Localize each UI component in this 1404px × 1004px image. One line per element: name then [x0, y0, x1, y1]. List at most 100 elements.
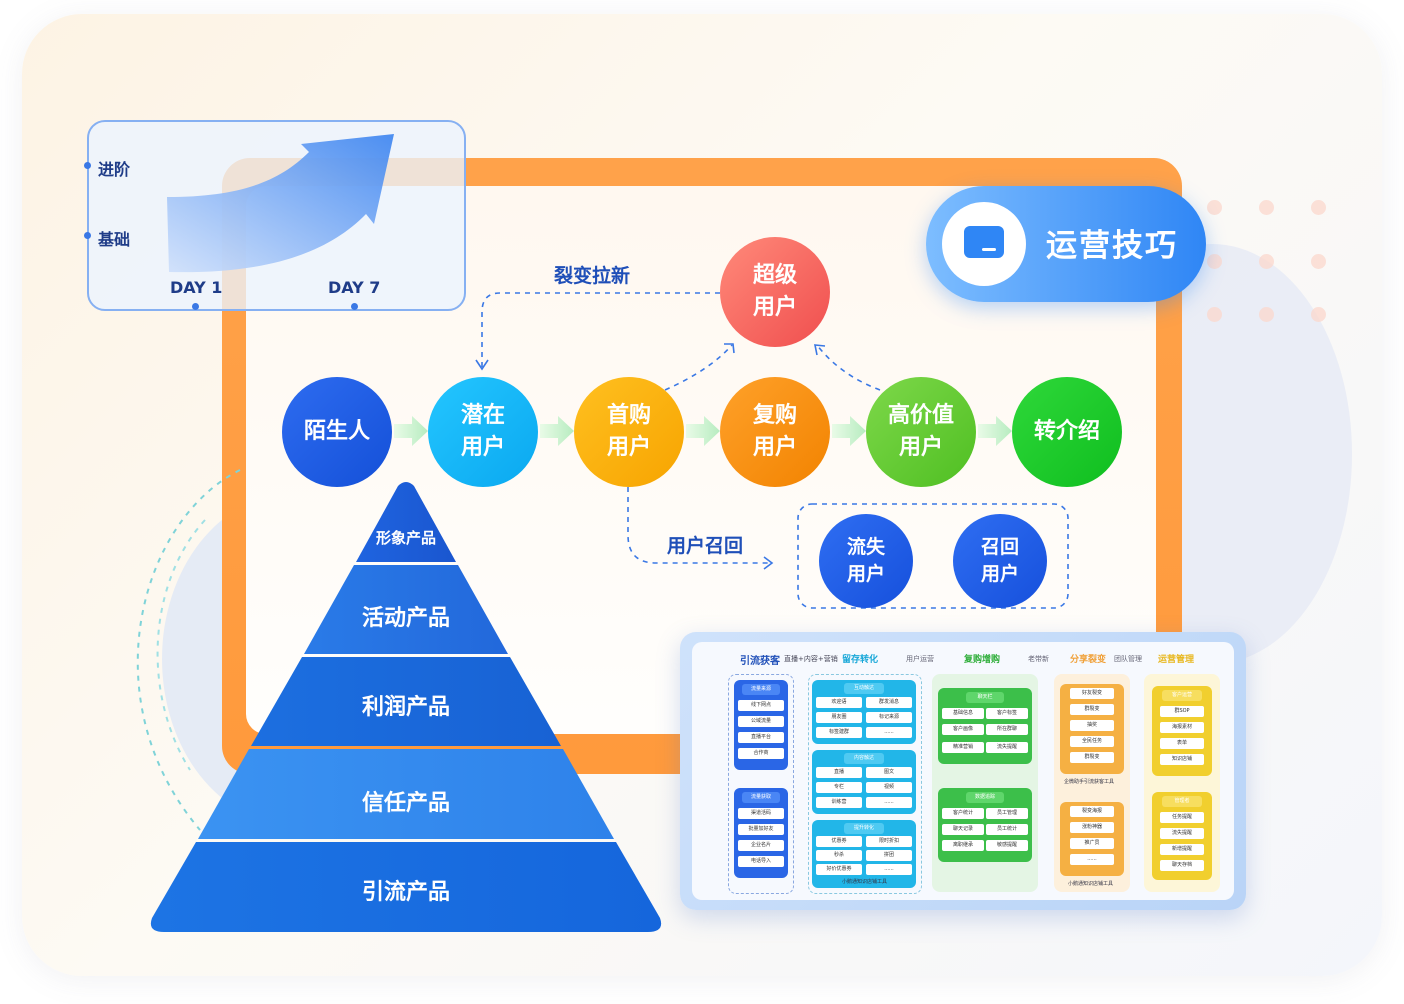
dash-tag: 表单	[1160, 738, 1204, 749]
node-recalled-line2: 用户	[980, 563, 1019, 585]
dash-tag: 群发消息	[866, 697, 912, 708]
dash-col5-box1-title: 客户运营	[1162, 690, 1202, 701]
dash-tag: 涨粉神器	[1070, 822, 1114, 833]
day-dot-start	[192, 303, 199, 310]
dash-tag: 标签建群	[816, 727, 862, 738]
node-first-purchase-user: 首购 用户	[574, 377, 684, 487]
level-bottom-label: 基础	[98, 230, 131, 249]
growth-panel	[87, 120, 466, 311]
dash-tag: 标记来源	[866, 712, 912, 723]
dash-tag: 群裂变	[1070, 752, 1114, 763]
node-highvalue-line2: 用户	[898, 435, 943, 460]
dash-col-acquire	[728, 674, 794, 894]
operations-tips-badge: 运营技巧	[926, 186, 1206, 302]
dash-tag: 合作商	[738, 748, 784, 759]
level-dot-top	[84, 162, 91, 169]
dash-col-retain	[808, 674, 922, 894]
dash-header-manage: 运营管理	[1158, 655, 1195, 665]
dash-col3-box1-title: 聊天栏	[966, 692, 1004, 703]
dash-header-live: 直播+内容+营销	[784, 655, 838, 663]
node-stranger-text: 陌生人	[303, 419, 370, 444]
dash-col3-box2-title: 数据追踪	[966, 792, 1004, 803]
pyramid-level-trust: 信任产品	[361, 791, 450, 816]
node-lost-line1: 流失	[846, 536, 885, 558]
dash-tag: 视频	[866, 782, 912, 793]
dash-tag: 欢迎语	[816, 697, 862, 708]
dash-col2-box3-title: 提升转化	[844, 823, 884, 834]
dash-tag: 好友裂变	[1070, 688, 1114, 699]
dash-tag: 全民任务	[1070, 736, 1114, 747]
dash-tag: 精准营销	[942, 742, 984, 753]
dash-tag: ......	[866, 727, 912, 738]
dash-tag: 知识店铺	[1160, 754, 1204, 765]
dash-col4-footer2: 小鹅通知识店铺工具	[1068, 881, 1114, 887]
dash-header-retain: 留存转化	[842, 655, 879, 665]
node-potential-line1: 潜在	[460, 403, 505, 428]
node-potential-user: 潜在 用户	[428, 377, 538, 487]
dash-tag: 员工统计	[986, 824, 1028, 835]
dash-tag: 限时折扣	[866, 836, 912, 847]
dash-tag: 所在群聊	[986, 724, 1028, 735]
day-end-label: DAY 7	[328, 278, 381, 297]
dash-tag: 基础信息	[942, 708, 984, 719]
dash-tag: 训练营	[816, 797, 862, 808]
dash-tag: 裂变海报	[1070, 806, 1114, 817]
dash-tag: 群裂变	[1070, 704, 1114, 715]
node-recalled-user: 召回 用户	[953, 514, 1047, 608]
fission-label: 裂变拉新	[554, 265, 631, 287]
node-repurchase-line2: 用户	[752, 435, 797, 460]
dash-tag: ......	[866, 864, 912, 875]
dashboard-inner: 引流获客 直播+内容+营销 留存转化 用户运营 复购增购 老带新 分享裂变 团队…	[692, 642, 1234, 900]
dash-tag: 批量加好友	[738, 824, 784, 835]
monitor-icon	[942, 202, 1026, 286]
dash-tag: 流失提醒	[986, 742, 1028, 753]
node-repurchase-line1: 复购	[752, 403, 797, 428]
dash-header-acquire: 引流获客	[740, 656, 780, 667]
node-referral: 转介绍	[1012, 377, 1122, 487]
dash-tag: 渠道活码	[738, 808, 784, 819]
pyramid-level-profit: 利润产品	[361, 695, 450, 720]
dash-col1-box2-title: 流量获取	[742, 792, 780, 803]
dash-tag: 电话导入	[738, 856, 784, 867]
dash-tag: 企业名片	[738, 840, 784, 851]
pyramid-level-activity: 活动产品	[361, 606, 450, 631]
dash-tag: 客户标签	[986, 708, 1028, 719]
dash-tag: 好价优惠券	[816, 864, 862, 875]
node-lost-line2: 用户	[846, 563, 885, 585]
dash-header-fission: 分享裂变	[1070, 655, 1107, 665]
dash-tag: 客户统计	[942, 808, 984, 819]
dash-tag: 直播平台	[738, 732, 784, 743]
level-dot-bottom	[84, 232, 91, 239]
dash-tag: 公域流量	[738, 716, 784, 727]
dash-col5-box2-title: 管理者	[1162, 796, 1202, 807]
day-dot-end	[351, 303, 358, 310]
dash-col2-footer: 小鹅通知识店铺工具	[842, 879, 888, 885]
dash-tag: ......	[866, 797, 912, 808]
node-recalled-line1: 召回	[980, 536, 1019, 558]
dash-col2-box1-title: 互动触达	[844, 683, 884, 694]
node-referral-text: 转介绍	[1033, 419, 1100, 444]
dash-header-referral: 老带新	[1028, 655, 1049, 663]
dash-tag: 敏感提醒	[986, 840, 1028, 851]
dash-tag: 图文	[866, 767, 912, 778]
badge-label: 运营技巧	[1046, 228, 1178, 264]
recall-label: 用户召回	[667, 535, 744, 557]
level-top-label: 进阶	[98, 160, 131, 179]
node-super-line1: 超级	[752, 263, 797, 288]
dash-tag: 群SOP	[1160, 706, 1204, 717]
dash-tag: 抽奖	[1070, 720, 1114, 731]
dash-col4-footer1: 企微助手引流获客工具	[1064, 779, 1115, 785]
dash-tag: 客户画像	[942, 724, 984, 735]
dash-header-team: 团队管理	[1114, 655, 1142, 663]
dash-header-repurchase: 复购增购	[964, 655, 1001, 665]
dash-tag: 直播	[816, 767, 862, 778]
dash-tag: 员工管理	[986, 808, 1028, 819]
node-highvalue-line1: 高价值	[887, 403, 954, 428]
dash-col1-box1-title: 流量来源	[742, 684, 780, 695]
dash-tag: 聊天存档	[1160, 860, 1204, 871]
dash-tag: 朋友圈	[816, 712, 862, 723]
dash-header-user-ops: 用户运营	[906, 655, 934, 663]
dash-tag: 流失提醒	[1160, 828, 1204, 839]
node-super-line2: 用户	[752, 295, 797, 320]
dash-col2-box2-title: 内容触达	[844, 753, 884, 764]
